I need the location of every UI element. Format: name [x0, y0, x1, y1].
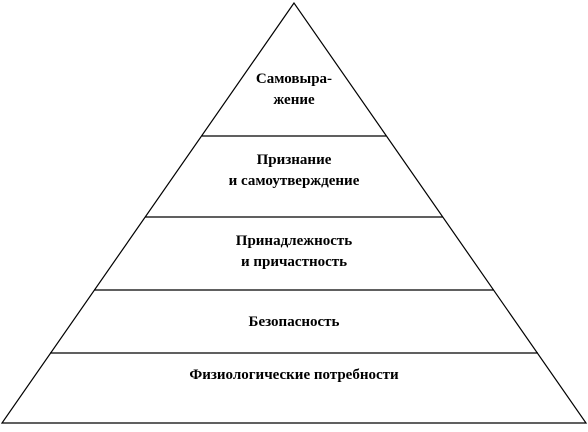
level-label-line: и причастность: [240, 254, 348, 270]
level-label-physiological: Физиологические потребности: [0, 365, 588, 386]
level-label-line: Физиологические потребности: [189, 367, 399, 383]
level-label-self-actualization: Самовыра- жение: [0, 69, 588, 111]
level-label-line: Самовыра-: [255, 71, 333, 87]
level-label-esteem: Признание и самоутверждение: [0, 150, 588, 192]
level-label-line: Принадлежность: [235, 233, 353, 249]
level-label-line: жение: [273, 92, 315, 108]
level-label-line: и самоутверждение: [228, 173, 360, 189]
level-label-line: Безопасность: [248, 314, 340, 330]
level-label-safety: Безопасность: [0, 312, 588, 333]
level-label-line: Признание: [256, 152, 332, 168]
level-label-belonging: Принадлежность и причастность: [0, 231, 588, 273]
pyramid-outline: [0, 1, 588, 424]
